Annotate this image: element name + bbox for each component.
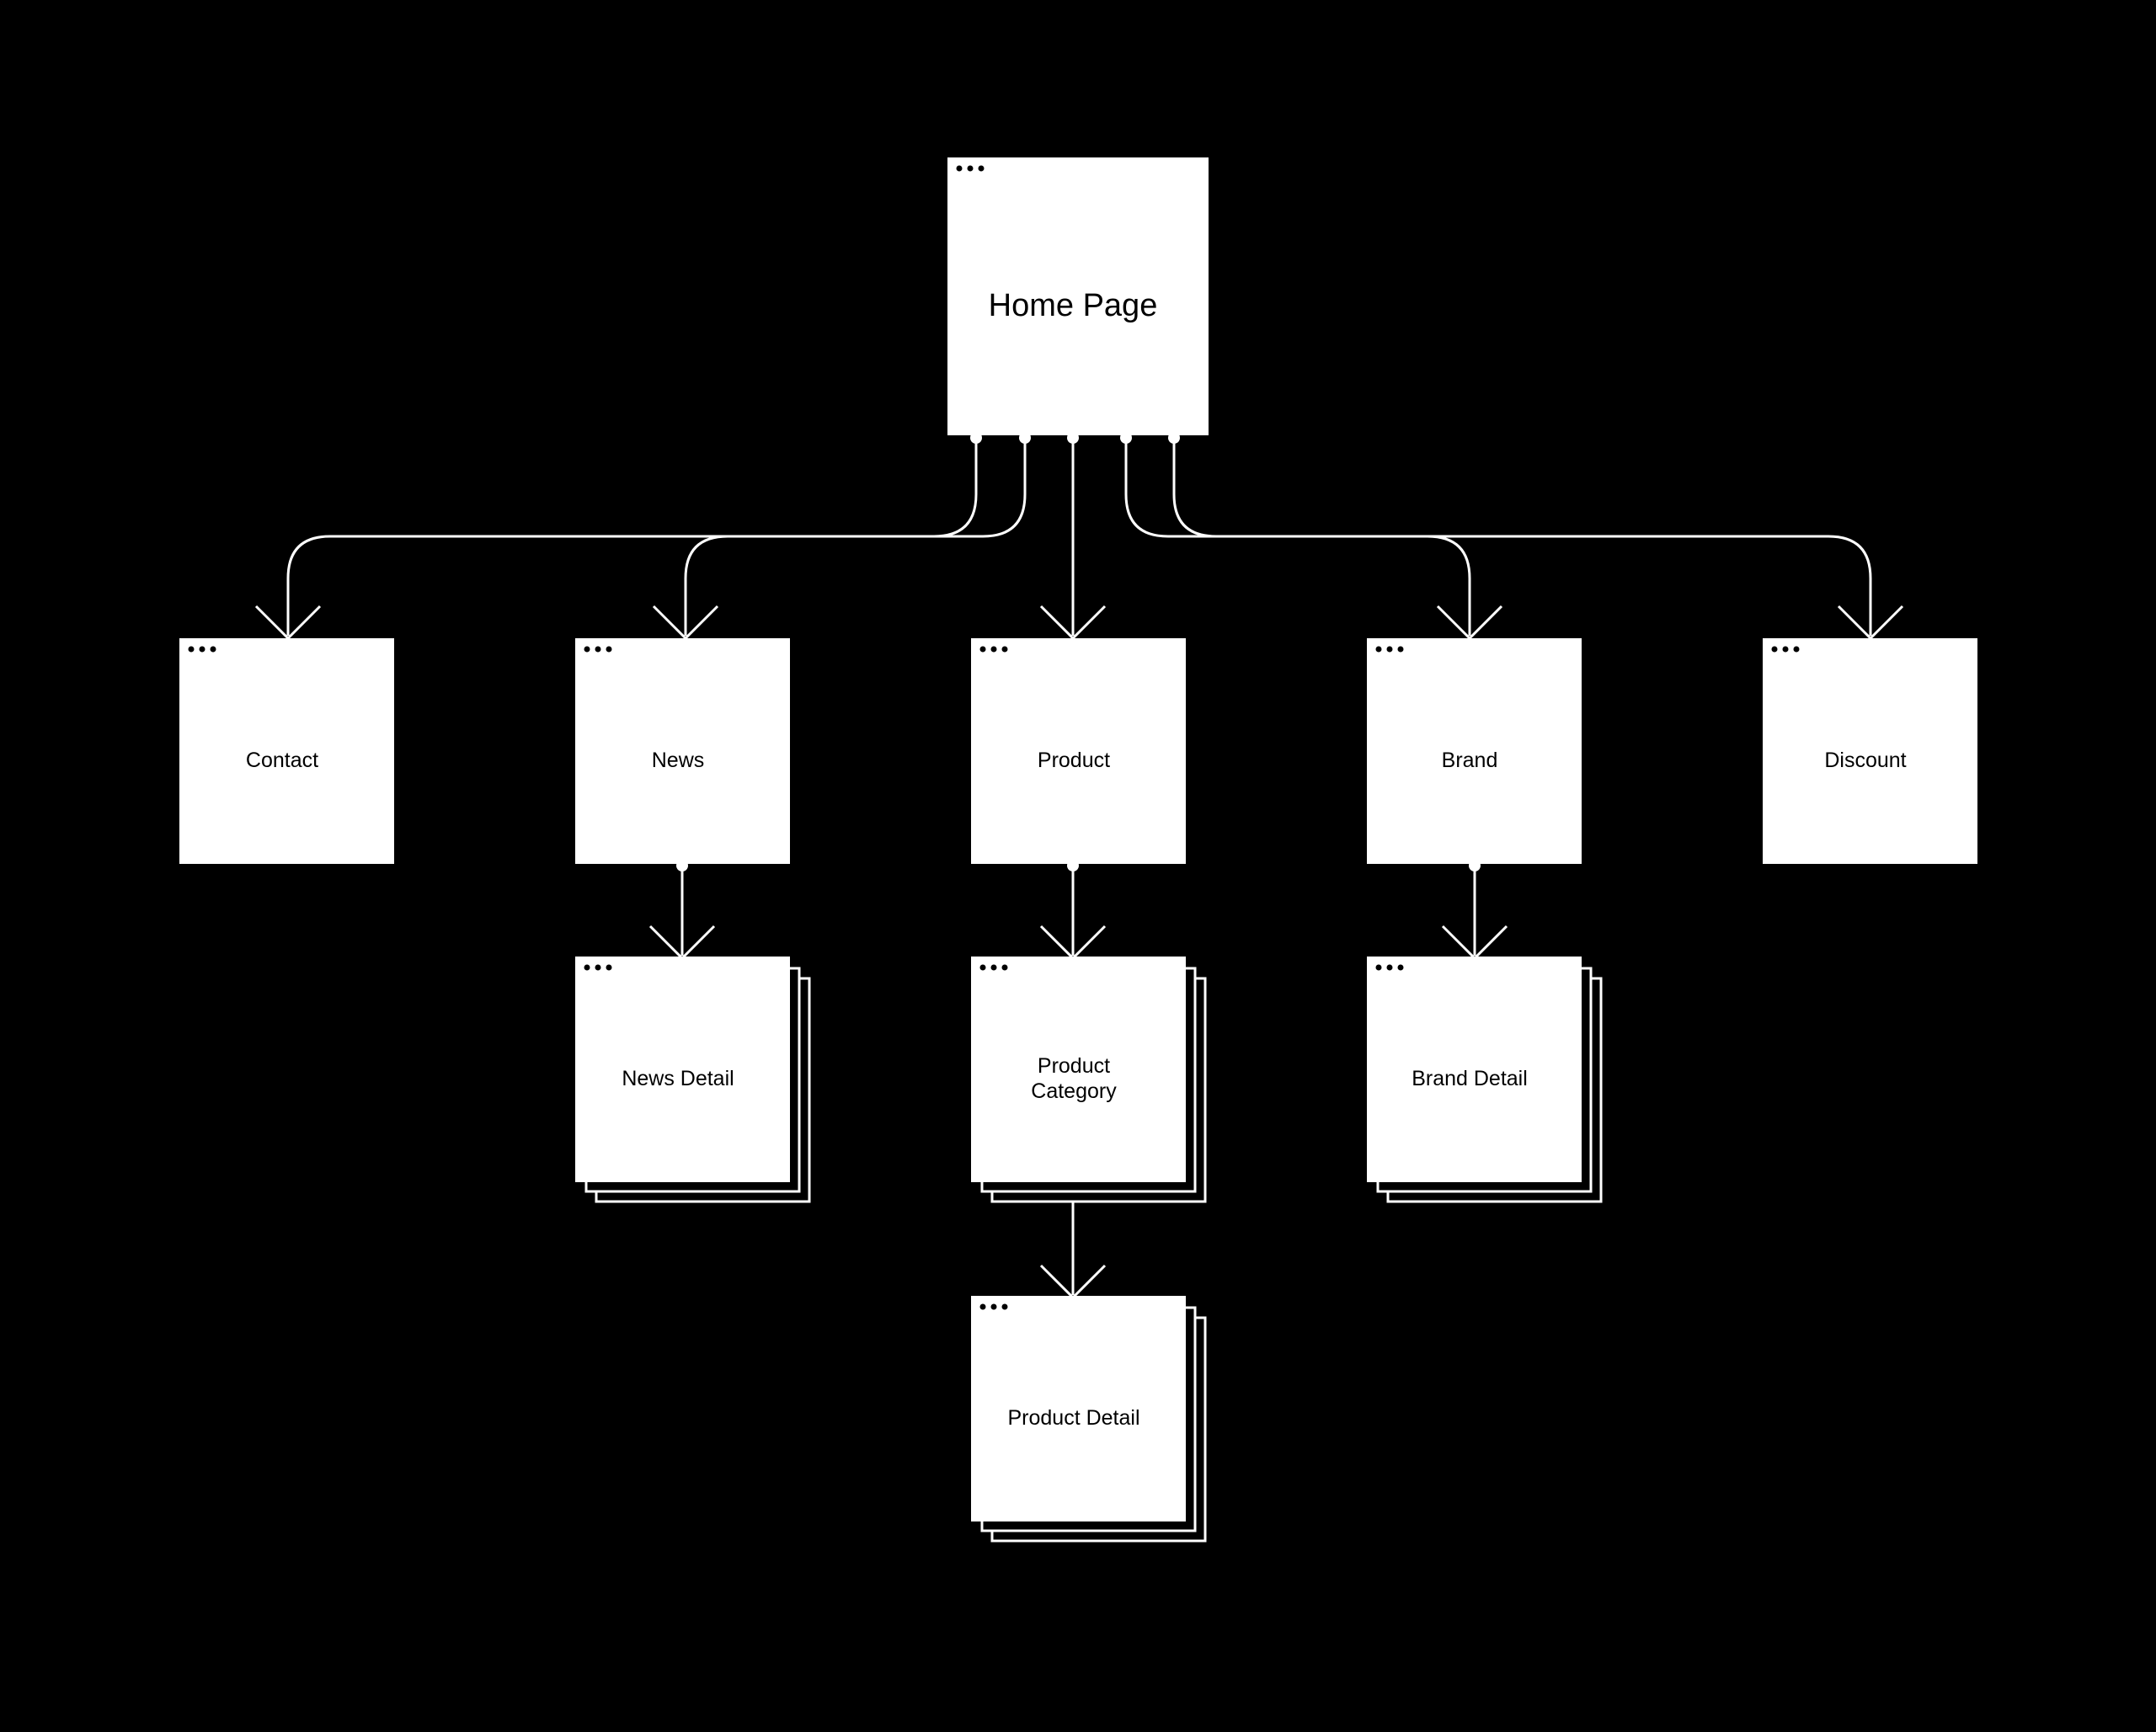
window-dots-icon	[584, 964, 612, 971]
node-brand[interactable]: Brand	[1367, 638, 1582, 864]
node-label: News Detail	[622, 1067, 734, 1090]
window-dots-icon	[979, 964, 1008, 971]
node-discount[interactable]: Discount	[1763, 638, 1977, 864]
node-product-detail[interactable]: Product Detail	[971, 1296, 1207, 1543]
node-label-line1: Product	[1038, 1054, 1110, 1078]
node-home-page[interactable]: Home Page	[947, 157, 1209, 435]
node-label: Contact	[246, 749, 318, 772]
node-label: News	[652, 749, 705, 772]
page-box	[971, 638, 1186, 864]
page-box	[575, 638, 790, 864]
node-news[interactable]: News	[575, 638, 790, 864]
node-product[interactable]: Product	[971, 638, 1186, 864]
node-brand-detail[interactable]: Brand Detail	[1367, 957, 1603, 1203]
node-label: Product Detail	[1007, 1406, 1139, 1430]
node-label-line2: Category	[1031, 1079, 1117, 1103]
node-label: Brand	[1442, 749, 1498, 772]
connector-home-to-discount	[1172, 438, 1872, 636]
connectors	[286, 438, 1872, 1295]
page-box	[971, 1296, 1186, 1521]
page-box	[1367, 957, 1582, 1182]
connector-home-to-news	[684, 438, 1027, 636]
node-label: Brand Detail	[1412, 1067, 1528, 1090]
page-box	[575, 957, 790, 1182]
window-dots-icon	[584, 646, 612, 653]
node-product-category[interactable]: Product Category	[971, 957, 1207, 1203]
node-label: Home Page	[989, 288, 1158, 323]
connector-home-to-contact	[286, 438, 978, 636]
window-dots-icon	[188, 646, 216, 653]
page-box	[971, 957, 1186, 1182]
node-label: Discount	[1824, 749, 1906, 772]
window-dots-icon	[979, 646, 1008, 653]
page-box	[1367, 638, 1582, 864]
window-dots-icon	[1375, 646, 1404, 653]
page-box	[179, 638, 394, 864]
page-box	[947, 157, 1209, 435]
window-dots-icon	[1375, 964, 1404, 971]
window-dots-icon	[956, 165, 985, 172]
window-dots-icon	[1771, 646, 1800, 653]
node-contact[interactable]: Contact	[179, 638, 394, 864]
node-label: Product	[1038, 749, 1110, 772]
page-box	[1763, 638, 1977, 864]
node-news-detail[interactable]: News Detail	[575, 957, 811, 1203]
window-dots-icon	[979, 1303, 1008, 1310]
